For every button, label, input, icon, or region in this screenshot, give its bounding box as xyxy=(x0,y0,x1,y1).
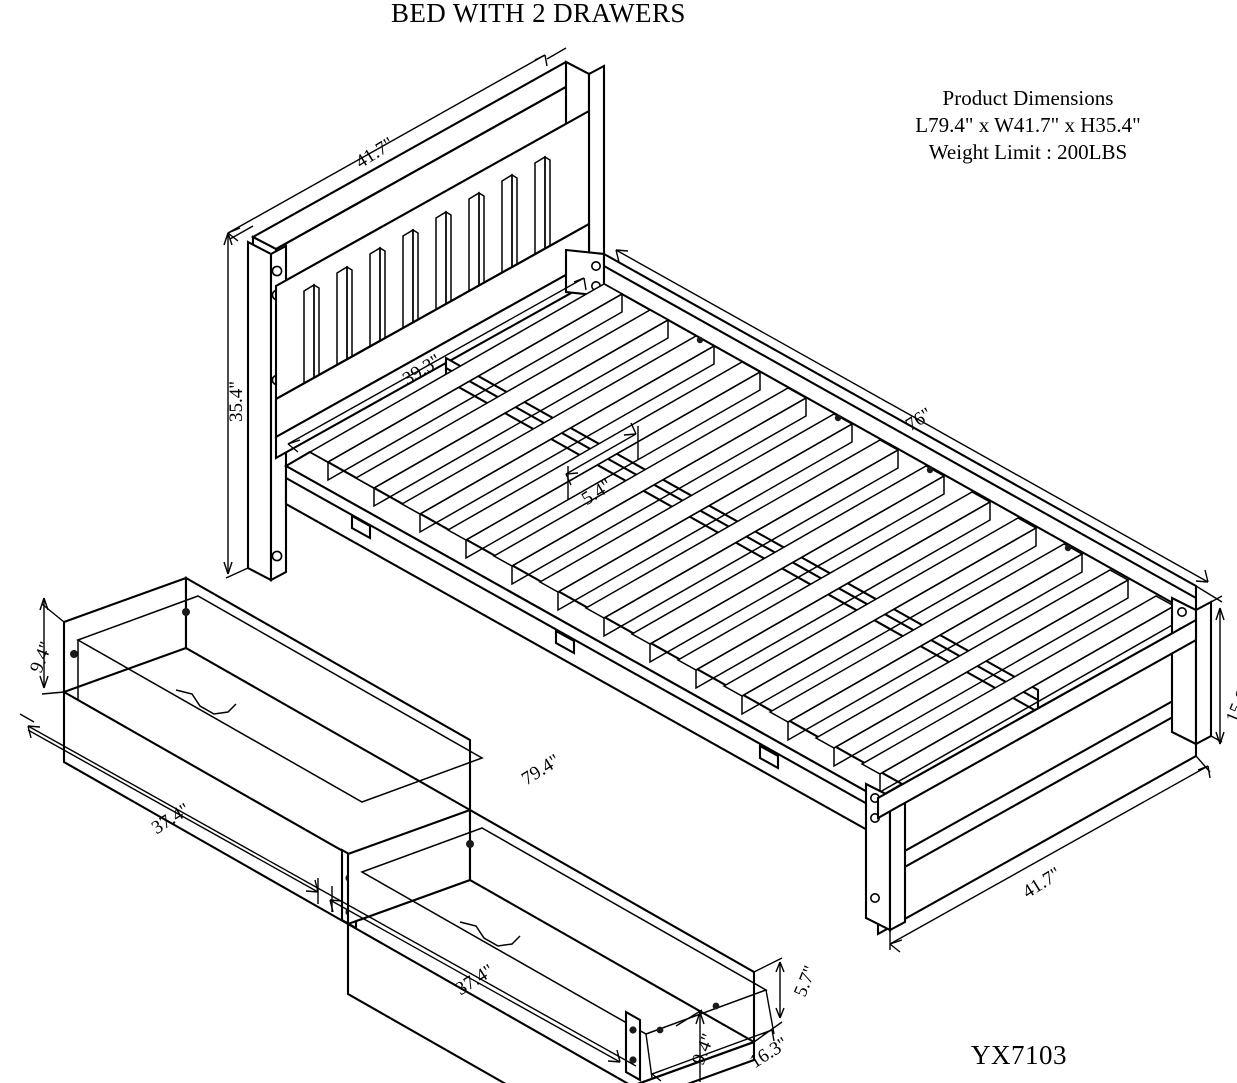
spec-dimensions: L79.4" x W41.7" x H35.4" xyxy=(915,113,1141,137)
part-footboard xyxy=(864,596,1213,936)
spec-weight-limit: Weight Limit : 200LBS xyxy=(928,140,1128,164)
part-slats xyxy=(308,283,1176,794)
spec-block: Product Dimensions L79.4" x W41.7" x H35… xyxy=(886,85,1170,166)
spec-heading: Product Dimensions xyxy=(942,86,1114,110)
dimension-label-headboard-height: 35.4" xyxy=(226,380,247,422)
diagram-title: BED WITH 2 DRAWERS xyxy=(391,0,686,28)
part-headboard xyxy=(246,60,606,582)
model-number: YX7103 xyxy=(971,1040,1067,1070)
dimension-lines xyxy=(19,47,1225,1082)
